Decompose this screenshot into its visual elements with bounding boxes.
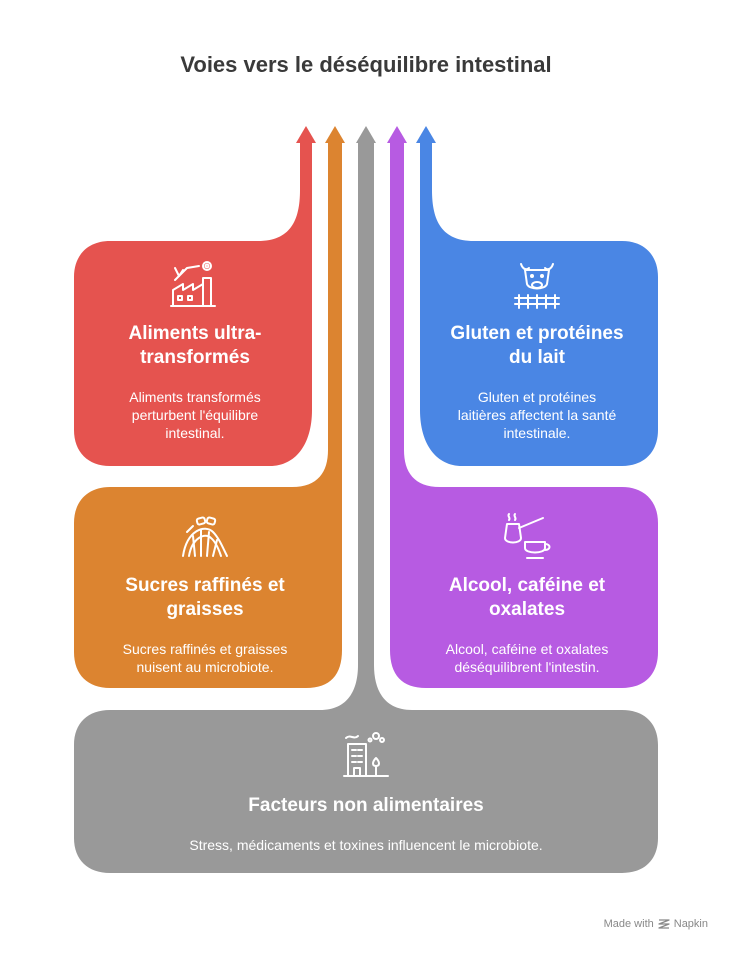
card-ultra-heading-line: transformés bbox=[140, 347, 250, 368]
card-alcool-heading-line: Alcool, caféine et bbox=[448, 575, 606, 596]
card-facteurs: Facteurs non alimentaires Stress, médica… bbox=[90, 728, 642, 854]
card-facteurs-description: Stress, médicaments et toxines influence… bbox=[189, 836, 542, 854]
card-ultra: Aliments ultra- transformés Aliments tra… bbox=[100, 258, 290, 442]
card-facteurs-desc-line: Stress, médicaments et toxines influence… bbox=[189, 837, 543, 853]
card-gluten-desc-line: laitières affectent la santé bbox=[457, 407, 617, 423]
arrow-head-blue bbox=[416, 126, 436, 143]
arrow-head-orange bbox=[325, 126, 345, 143]
card-alcool-shape bbox=[390, 142, 658, 688]
card-facteurs-heading-line: Facteurs non alimentaires bbox=[248, 795, 484, 816]
card-ultra-desc-line: Aliments transformés bbox=[129, 389, 261, 405]
napkin-logo-icon bbox=[658, 919, 670, 929]
made-with-label: Made with bbox=[603, 918, 654, 930]
card-gluten-description: Gluten et protéines laitières affectent … bbox=[458, 388, 617, 442]
card-ultra-heading-line: Aliments ultra- bbox=[128, 323, 262, 344]
card-alcool-desc-line: déséquilibrent l'intestin. bbox=[454, 659, 600, 675]
made-with-napkin-badge[interactable]: Made with Napkin bbox=[604, 918, 708, 930]
arrow-head-red bbox=[296, 126, 316, 143]
card-alcool-description: Alcool, caféine et oxalates déséquilibre… bbox=[446, 640, 609, 676]
card-sucres-description: Sucres raffinés et graisses nuisent au m… bbox=[123, 640, 288, 676]
card-gluten-heading-line: du lait bbox=[509, 347, 565, 368]
card-gluten-heading: Gluten et protéines du lait bbox=[450, 322, 623, 370]
card-gluten-desc-line: intestinale. bbox=[503, 425, 571, 441]
roller-coaster-icon bbox=[182, 516, 228, 557]
card-alcool-heading: Alcool, caféine et oxalates bbox=[449, 574, 605, 622]
polluted-building-icon bbox=[343, 732, 389, 777]
card-sucres-heading-line: Sucres raffinés et bbox=[125, 575, 285, 596]
card-sucres-desc-line: Sucres raffinés et graisses bbox=[122, 641, 288, 657]
card-sucres-heading: Sucres raffinés et graisses bbox=[125, 574, 284, 622]
card-gluten: Gluten et protéines du lait Gluten et pr… bbox=[442, 258, 632, 442]
card-facteurs-heading: Facteurs non alimentaires bbox=[248, 794, 483, 818]
arrow-head-gray bbox=[356, 126, 376, 143]
card-ultra-heading: Aliments ultra- transformés bbox=[128, 322, 261, 370]
card-ultra-desc-line: intestinal. bbox=[165, 425, 225, 441]
page-title: Voies vers le déséquilibre intestinal bbox=[180, 52, 552, 77]
arrow-head-purple bbox=[387, 126, 407, 143]
card-alcool: Alcool, caféine et oxalates Alcool, café… bbox=[422, 510, 632, 676]
card-ultra-description: Aliments transformés perturbent l'équili… bbox=[129, 388, 260, 442]
card-ultra-desc-line: perturbent l'équilibre bbox=[131, 407, 259, 423]
cow-fence-icon bbox=[514, 263, 560, 309]
card-facteurs-shape bbox=[74, 142, 658, 873]
card-gluten-heading-line: Gluten et protéines bbox=[450, 323, 624, 344]
coffee-pot-cup-icon bbox=[504, 513, 551, 559]
factory-icon bbox=[170, 261, 216, 307]
card-gluten-desc-line: Gluten et protéines bbox=[477, 389, 597, 405]
card-sucres-desc-line: nuisent au microbiote. bbox=[136, 659, 274, 675]
card-alcool-desc-line: Alcool, caféine et oxalates bbox=[445, 641, 609, 657]
card-sucres-shape bbox=[74, 142, 342, 688]
napkin-brand-label: Napkin bbox=[673, 918, 708, 930]
card-alcool-heading-line: oxalates bbox=[488, 599, 566, 620]
card-sucres-heading-line: graisses bbox=[166, 599, 244, 620]
card-sucres: Sucres raffinés et graisses Sucres raffi… bbox=[100, 510, 310, 676]
card-ultra-shape bbox=[74, 142, 312, 466]
